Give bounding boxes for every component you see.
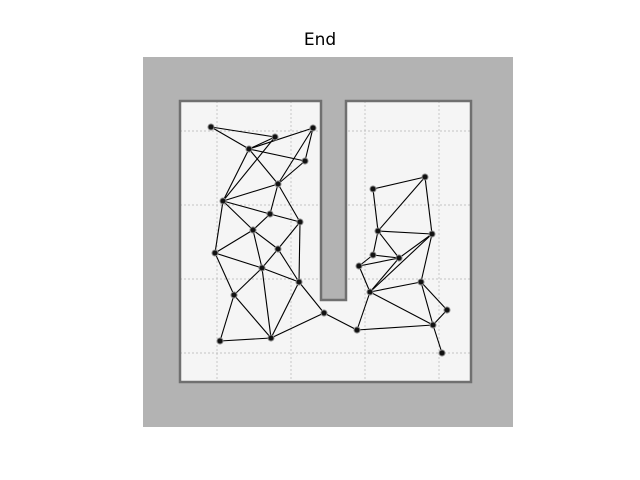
graph-edge [398,233,433,259]
graph-edge [377,230,400,259]
graph-edge [261,248,279,269]
graph-node [274,245,282,253]
graph-edge [358,257,400,267]
graph-edge [377,176,426,232]
graph-edge [369,291,434,326]
graph-edge [298,221,301,283]
graph-edge [369,281,422,293]
graph-edge [222,200,254,231]
graph-edge [420,233,433,283]
graph-node [369,185,377,193]
graph-edge [372,188,379,232]
graph-edge [270,281,300,339]
graph-node [249,226,257,234]
graph-node [421,173,429,181]
graph-edge [248,148,279,185]
graph-edges [210,126,448,354]
graph-edge [277,248,300,283]
graph-edge [210,126,250,150]
graph-node [266,210,274,218]
graph-node [216,337,224,345]
graph-node [219,197,227,205]
graph-edge [420,281,434,326]
graph-edge [358,265,371,293]
graph-node [211,249,219,257]
graph-edge [248,148,306,162]
graph-edge [214,200,224,254]
graph-edge [269,213,301,223]
graph-node [230,291,238,299]
graph-node [296,218,304,226]
graph-edge [269,183,279,215]
graph-edge [420,281,448,311]
graph-edge [219,294,235,342]
graph-edge [214,252,235,296]
graph-node [429,321,437,329]
graph-edge [214,252,263,269]
graph-edge [222,200,271,215]
graph-node [366,288,374,296]
graph-node [274,180,282,188]
graph-edge [252,213,271,231]
graph-edge [233,294,272,339]
graph-node [301,157,309,165]
graph-node [295,278,303,286]
graph-node [271,133,279,141]
graph-edge [372,230,379,256]
graph-edge [252,229,279,250]
graph-node [355,262,363,270]
graph-edge [298,281,325,314]
graph-edge [277,221,301,250]
graph-edge [222,183,279,202]
graph-edge [219,337,272,342]
graph-edge [432,324,443,354]
graph-edge [356,291,371,331]
graph-node [258,264,266,272]
graph-node [267,334,275,342]
graph-edge [261,267,272,339]
graph-edge [277,183,301,223]
graph-edge [424,176,433,235]
graph-edge [233,267,263,296]
graph-edge [277,160,306,185]
graph-nodes [207,123,451,357]
graph-node [245,145,253,153]
chart-title: End [303,30,337,50]
graph-edge [372,176,426,190]
graph-edge [369,233,433,293]
free-space [180,101,471,382]
graph-edge [369,257,400,293]
graph-edge [214,229,254,254]
graph-edge [377,230,433,235]
graph-edge [248,127,314,150]
graph-edge [304,127,314,162]
graph-edge [261,267,300,283]
graph-edge [356,324,434,331]
graph-node [428,230,436,238]
graph-node [443,306,451,314]
graph-edge [277,127,314,185]
graph-node [417,278,425,286]
graph-edge [222,136,276,202]
graph-edge [222,148,250,202]
graph-node [207,123,215,131]
graph-node [438,349,446,357]
wall-outline [178,99,473,384]
graph-node [309,124,317,132]
graph-edge [372,254,400,259]
graph-node [395,254,403,262]
graph-edge [210,126,276,138]
graph-edge [323,312,358,331]
graph-node [353,326,361,334]
graph-edge [270,312,325,339]
graph-edge [252,229,263,269]
graph-node [320,309,328,317]
graph-node [369,251,377,259]
graph-node [374,227,382,235]
